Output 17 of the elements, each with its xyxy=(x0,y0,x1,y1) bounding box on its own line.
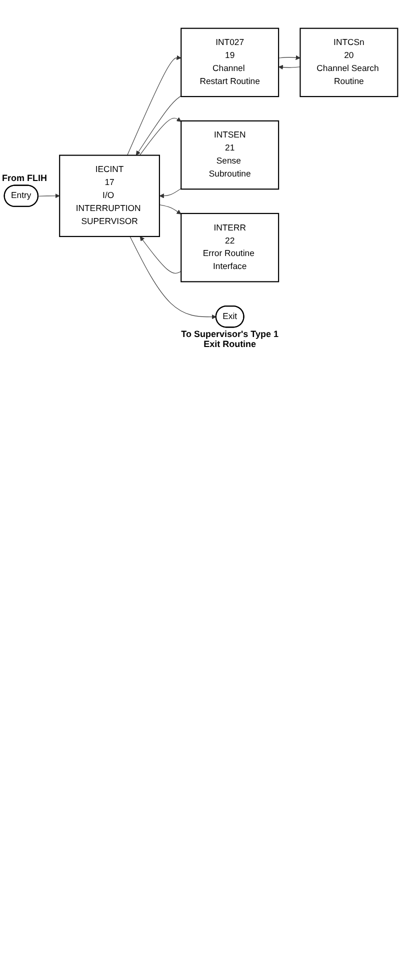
arrow xyxy=(159,204,182,214)
node-box: IECINT 17 I/O INTERRUPTION SUPERVISOR xyxy=(59,154,160,238)
node-box: INTCSn 20 Channel Search Routine xyxy=(300,28,398,98)
node-caption: To Supervisor's Type 1 Exit Routine xyxy=(180,329,280,350)
node-caption: From FLIH xyxy=(2,173,47,184)
node-box: INTERR 22 Error Routine Interface xyxy=(180,212,280,282)
arrow xyxy=(130,236,216,320)
arrow xyxy=(38,194,60,198)
node-box: INTSEN 21 Sense Subroutine xyxy=(180,120,280,190)
arrow xyxy=(136,96,182,156)
arrow xyxy=(278,55,300,60)
arrow xyxy=(139,117,182,156)
arrow xyxy=(159,188,182,198)
node-box: INT027 19 Channel Restart Routine xyxy=(180,28,280,98)
arrow xyxy=(127,55,182,156)
arrow xyxy=(278,64,300,70)
arrow xyxy=(140,236,182,274)
